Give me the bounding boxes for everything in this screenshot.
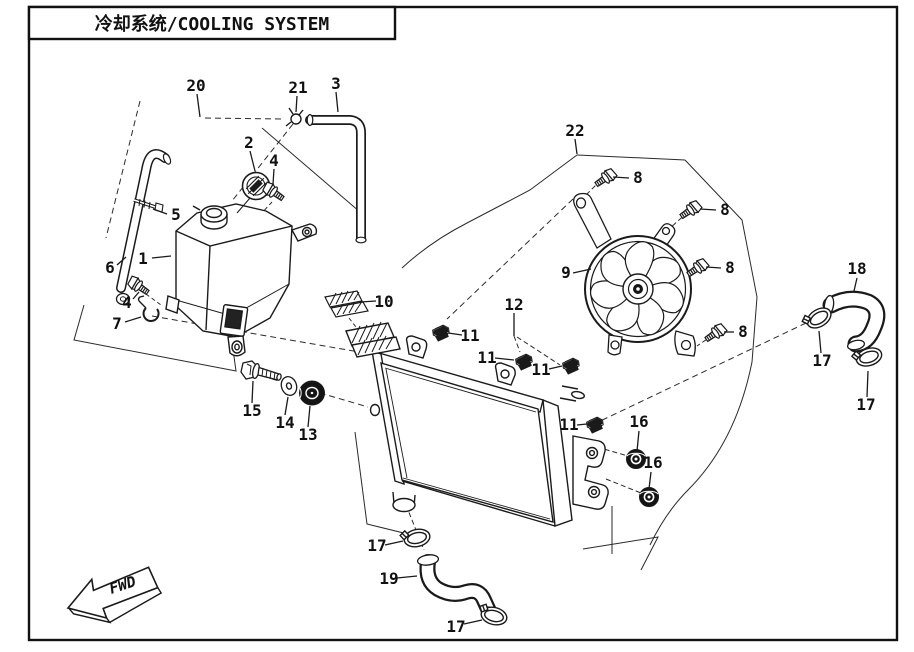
hose-clip-21 [285, 107, 304, 127]
radiator [345, 321, 609, 527]
radiator-core [380, 362, 554, 523]
callout-16-2: 16 [643, 453, 662, 472]
callout-11-1: 11 [460, 326, 479, 345]
bolt-15 [240, 360, 282, 381]
callout-17-2: 17 [856, 395, 875, 414]
group20-right-line [261, 127, 361, 213]
radiator-group-corner-right [582, 506, 659, 571]
clip-7 [137, 295, 160, 323]
dash-elbow-to-radiator [593, 322, 807, 425]
callout-13: 13 [298, 425, 317, 444]
dash-grommet1 [596, 446, 629, 457]
callout-8-2: 8 [720, 200, 730, 219]
dash-fan-to-radiator [446, 198, 574, 320]
leader-lines [116, 91, 869, 625]
callouts: 20 21 3 2 4 5 1 6 4 7 22 8 8 8 8 9 10 11… [105, 74, 875, 636]
callout-10: 10 [374, 292, 393, 311]
callout-21: 21 [288, 78, 307, 97]
dash-20-to-21 [204, 117, 286, 120]
callout-11-3: 11 [531, 360, 550, 379]
callout-8-4: 8 [738, 322, 748, 341]
callout-11-2: 11 [477, 348, 496, 367]
radiator-outlet [392, 491, 416, 513]
group20-corner [73, 304, 237, 372]
page-border [27, 5, 899, 642]
mount-pad-10 [324, 290, 369, 318]
tank-cap [236, 171, 271, 214]
fwd-arrow: FWD [66, 566, 163, 624]
callout-20: 20 [186, 76, 205, 95]
callout-16-1: 16 [629, 412, 648, 431]
tank-filler-neck [192, 205, 228, 230]
overflow-hose [305, 113, 367, 244]
callout-5: 5 [171, 205, 181, 224]
callout-12: 12 [504, 295, 523, 314]
callout-22: 22 [565, 121, 584, 140]
group22-top-line [576, 154, 686, 161]
radiator-top-mount [345, 321, 401, 358]
tank-left-tab [165, 295, 180, 314]
callout-1: 1 [138, 249, 148, 268]
radiator-filler-neck [559, 385, 585, 402]
washer-14 [280, 376, 298, 396]
radiator-right-tank [542, 398, 573, 527]
callout-17-1: 17 [812, 351, 831, 370]
callout-3: 3 [331, 74, 341, 93]
title-block: 冷却系统/COOLING SYSTEM [27, 5, 397, 41]
bushing-13 [299, 380, 325, 406]
cooling-fan [573, 192, 696, 357]
callout-8-3: 8 [725, 258, 735, 277]
group20-dashed-left [105, 100, 141, 239]
callout-9: 9 [561, 263, 571, 282]
group22-right-line [649, 159, 758, 546]
dash-bolt4b [145, 293, 162, 306]
elbow-hose-18 [822, 290, 886, 353]
dash-grommet2 [605, 478, 642, 494]
expansion-tank [165, 203, 318, 357]
overflow-pipe [115, 149, 172, 306]
grommet-16-2 [639, 487, 659, 507]
tank-label-patch [219, 304, 249, 337]
callout-17-4: 17 [446, 617, 465, 636]
callout-17-3: 17 [367, 536, 386, 555]
group22-left-line [401, 154, 578, 269]
callout-2: 2 [244, 133, 254, 152]
page-title: 冷却系统/COOLING SYSTEM [95, 13, 330, 35]
callout-4-lower: 4 [122, 293, 132, 312]
dash-12-to-clips [513, 335, 561, 366]
callout-7: 7 [112, 314, 122, 333]
callout-4-cap: 4 [269, 151, 279, 170]
callout-18: 18 [847, 259, 866, 278]
callout-6: 6 [105, 258, 115, 277]
callout-11-4: 11 [559, 415, 578, 434]
callout-19: 19 [379, 569, 398, 588]
callout-8-1: 8 [633, 168, 643, 187]
callout-15: 15 [242, 401, 261, 420]
dash-pad10 [348, 317, 360, 332]
title-box [27, 5, 397, 41]
screw-5 [133, 198, 164, 213]
callout-14: 14 [275, 413, 294, 432]
